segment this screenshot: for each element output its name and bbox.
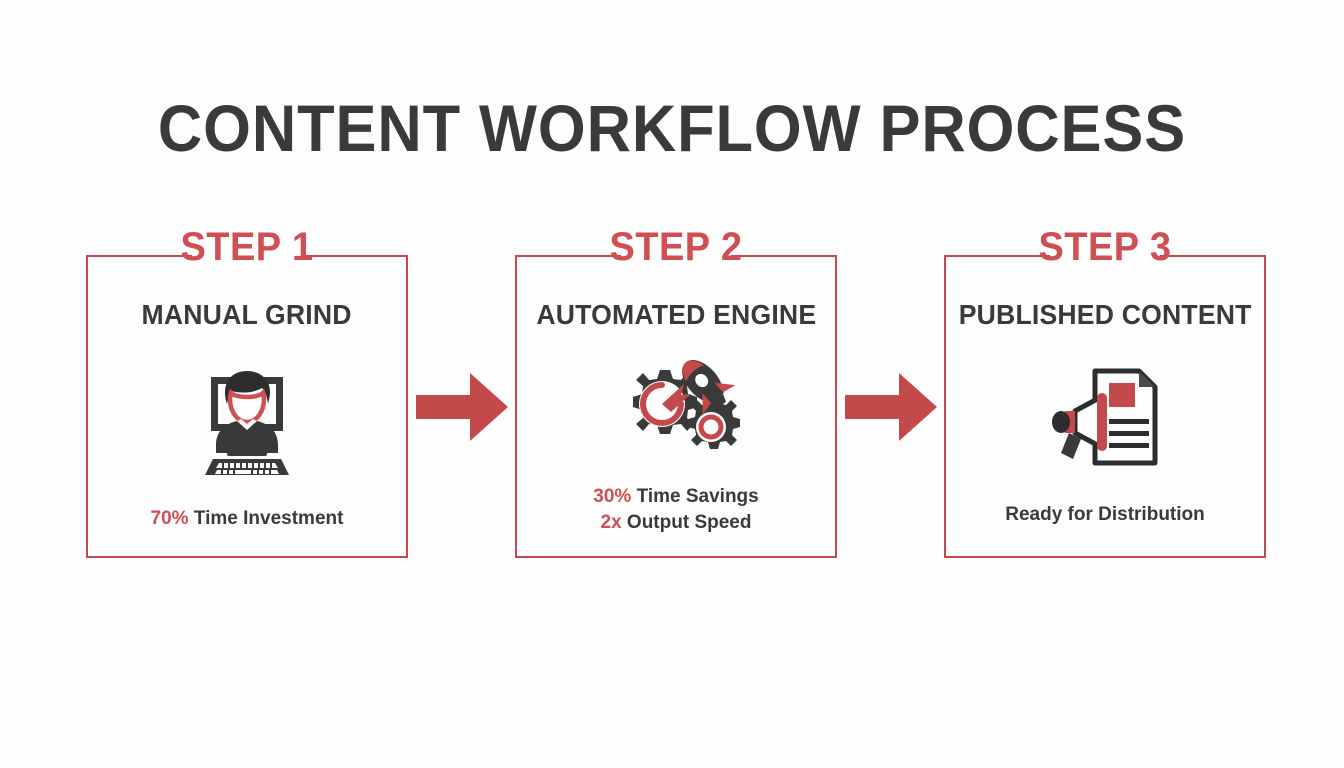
stat-label: Time Savings [636,486,759,507]
step-stats-2: 30% Time Savings 2x Output Speed [517,484,835,556]
step-caption-3: Ready for Distribution [1005,504,1205,525]
stat-value: 2x [600,512,622,533]
step-heading-2: AUTOMATED ENGINE [536,299,816,330]
step-heading-1: MANUAL GRIND [141,299,353,330]
step-icon-wrap-3 [946,331,1264,502]
gears-rocket-icon [633,359,740,449]
card-top-border-left [86,255,192,257]
stat-line: 30% Time Savings [517,484,835,510]
step-label-2: STEP 2 [609,225,743,269]
card-top-border-right [731,255,837,257]
stat-label: Time Investment [193,508,344,529]
step-icon-wrap-1 [88,331,406,506]
step-card-2: STEP 2 AUTOMATED ENGINE [515,226,837,558]
step-card-3: STEP 3 PUBLISHED CONTENT [944,226,1266,558]
workflow-diagram: STEP 1 MANUAL GRIND [86,226,1266,560]
step-heading-3: PUBLISHED CONTENT [958,299,1252,330]
step-stats-3: Ready for Distribution [946,502,1264,556]
stat-label: Output Speed [626,512,752,533]
stat-value: 30% [593,486,632,507]
step-icon-wrap-2 [517,331,835,484]
card-top-border-left [944,255,1050,257]
stat-value: 70% [150,508,189,529]
step-label-3: STEP 3 [1038,225,1172,269]
stat-line: 70% Time Investment [88,506,406,532]
stat-line: 2x Output Speed [517,510,835,536]
card-top-border-right [302,255,408,257]
step-card-1: STEP 1 MANUAL GRIND [86,226,408,558]
arrow-step2-to-step3 [837,255,944,558]
megaphone-document-icon [1052,368,1158,465]
step-stats-1: 70% Time Investment [88,506,406,556]
card-top-border-right [1160,255,1266,257]
person-at-computer-icon [205,370,289,475]
step-label-1: STEP 1 [180,225,314,269]
page-title: CONTENT WORKFLOW PROCESS [157,91,1187,165]
card-top-border-left [515,255,621,257]
arrow-step1-to-step2 [408,255,515,558]
